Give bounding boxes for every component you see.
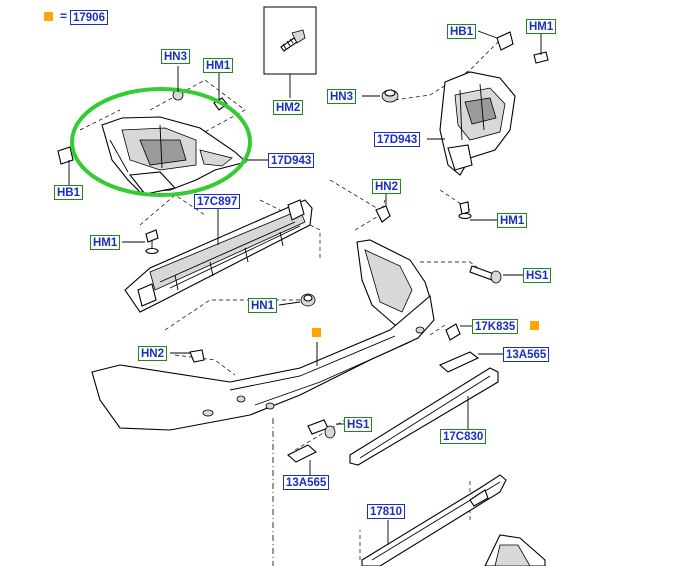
dash-line bbox=[329, 179, 381, 211]
dash-line bbox=[420, 261, 479, 269]
label-17810[interactable]: 17810 bbox=[367, 504, 405, 519]
clip-hm1-right-top bbox=[533, 34, 549, 64]
strip-17c830 bbox=[349, 367, 499, 466]
dash-line bbox=[294, 419, 346, 451]
clip-hb1-right bbox=[477, 30, 514, 51]
beam-17c897-drawing bbox=[124, 199, 313, 313]
clip-hm1-right-mid bbox=[458, 201, 497, 221]
label-hn3-top[interactable]: HN3 bbox=[161, 49, 191, 64]
bumper-side-drawing bbox=[356, 239, 431, 326]
reflector-13a565-right bbox=[438, 351, 503, 373]
dash-line bbox=[259, 199, 321, 260]
label-hn2-left[interactable]: HN2 bbox=[138, 346, 168, 361]
dash-line bbox=[429, 324, 446, 336]
nut-hn3-right bbox=[381, 89, 399, 103]
label-hn2-right[interactable]: HN2 bbox=[372, 179, 402, 194]
clip-hm1-left bbox=[145, 229, 159, 255]
label-hb1-right[interactable]: HB1 bbox=[447, 24, 477, 39]
label-hs1-right[interactable]: HS1 bbox=[523, 268, 552, 283]
clip-hn2-left bbox=[170, 349, 205, 363]
label-13a565-right[interactable]: 13A565 bbox=[503, 347, 550, 362]
label-hb1-left[interactable]: HB1 bbox=[54, 185, 84, 200]
clip-17k835 bbox=[445, 323, 472, 341]
label-hm1-right-mid[interactable]: HM1 bbox=[497, 213, 528, 228]
label-hs1-center[interactable]: HS1 bbox=[344, 417, 373, 432]
label-hm1-left[interactable]: HM1 bbox=[90, 235, 121, 250]
dash-line bbox=[174, 354, 236, 376]
bumper-bracket-bottom bbox=[484, 534, 546, 566]
bracket-right-drawing bbox=[439, 71, 516, 176]
nut-hn1 bbox=[278, 293, 316, 307]
label-17k835[interactable]: 17K835 bbox=[472, 319, 519, 334]
bolt-hs1-right bbox=[469, 265, 523, 284]
strip-17810 bbox=[361, 474, 507, 566]
bracket-left-drawing bbox=[57, 89, 248, 195]
label-hm1-right-top[interactable]: HM1 bbox=[526, 19, 557, 34]
label-hn3-right[interactable]: HN3 bbox=[327, 89, 357, 104]
label-17d943-right[interactable]: 17D943 bbox=[374, 132, 421, 147]
clip-hn2-right bbox=[375, 194, 391, 223]
bolt-hs1-center bbox=[307, 419, 344, 439]
header-marker bbox=[44, 12, 53, 21]
label-17c830[interactable]: 17C830 bbox=[440, 429, 487, 444]
highlight-ellipse bbox=[70, 87, 252, 197]
label-13a565-bottom[interactable]: 13A565 bbox=[283, 475, 330, 490]
marker-bumper bbox=[312, 328, 321, 337]
hm2-screw-icon bbox=[280, 29, 306, 52]
bumper-cover-drawing bbox=[91, 294, 435, 431]
label-hn1[interactable]: HN1 bbox=[248, 298, 278, 313]
dash-line bbox=[79, 109, 121, 131]
label-17d943-left[interactable]: 17D943 bbox=[268, 153, 315, 168]
marker-17k835 bbox=[530, 321, 539, 330]
label-hm2[interactable]: HM2 bbox=[273, 100, 304, 115]
label-17906[interactable]: 17906 bbox=[70, 10, 108, 25]
label-hm1-top[interactable]: HM1 bbox=[203, 58, 234, 73]
label-17c897[interactable]: 17C897 bbox=[194, 194, 241, 209]
header-equals: = bbox=[60, 9, 68, 23]
reflector-13a565-bottom bbox=[287, 444, 317, 475]
